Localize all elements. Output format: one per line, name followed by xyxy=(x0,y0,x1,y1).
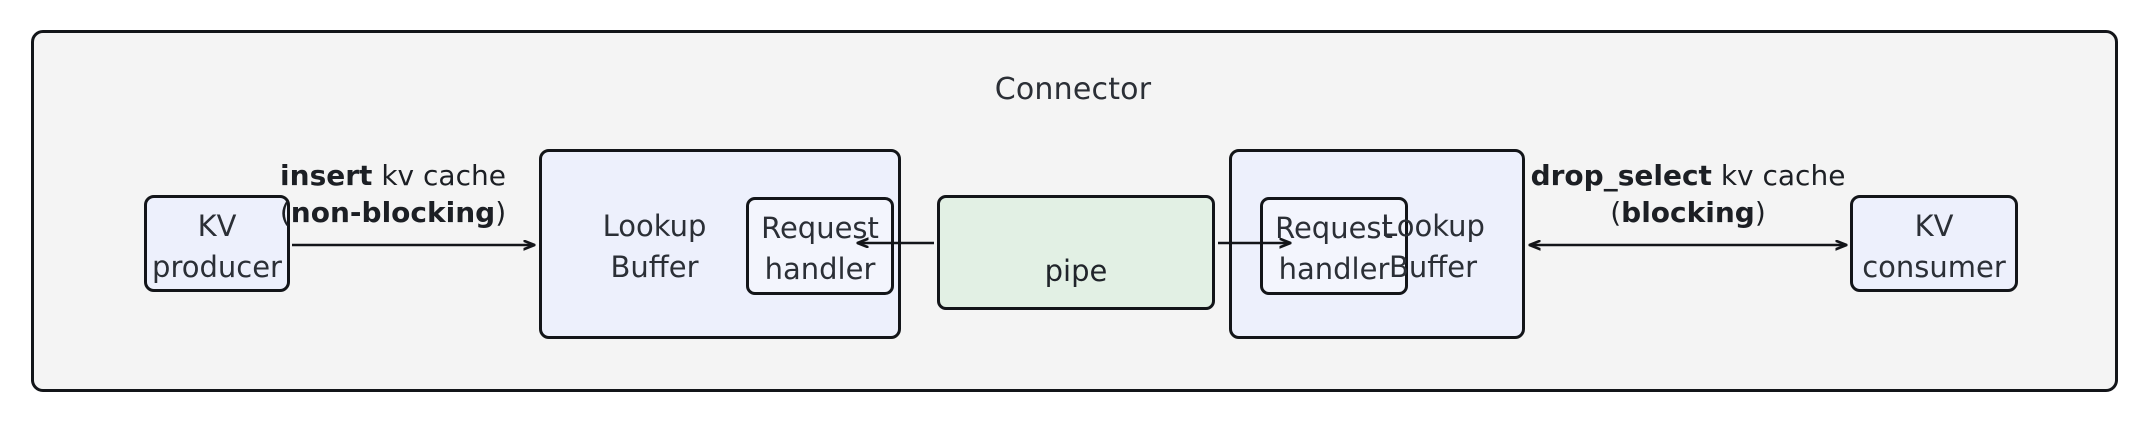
kv-producer-label: KV producer xyxy=(152,209,282,284)
kv-producer-node[interactable]: KV producer xyxy=(144,195,290,292)
lookup-buffer-right-node[interactable]: Request handler Lookup Buffer xyxy=(1229,149,1525,339)
connector-title: Connector xyxy=(994,72,1152,107)
pipe-node[interactable]: pipe xyxy=(937,195,1215,310)
request-handler-left-label: Request handler xyxy=(761,211,879,286)
edge-label-insert-line1: insert kv cache xyxy=(268,157,518,194)
lookup-buffer-right-label: Lookup Buffer xyxy=(1381,209,1485,284)
edge-label-drop-select: drop_select kv cache (blocking) xyxy=(1528,157,1848,231)
pipe-label: pipe xyxy=(1044,254,1108,288)
edge-label-insert-paren-close: ) xyxy=(495,196,507,229)
edge-label-drop-select-paren-open: ( xyxy=(1610,196,1622,229)
edge-label-insert-paren-open: ( xyxy=(279,196,291,229)
edge-label-insert: insert kv cache (non-blocking) xyxy=(268,157,518,231)
lookup-buffer-left-label: Lookup Buffer xyxy=(602,209,707,284)
edge-label-drop-select-line2: (blocking) xyxy=(1528,194,1848,231)
edge-label-insert-op: insert xyxy=(280,159,373,192)
kv-consumer-node[interactable]: KV consumer xyxy=(1850,195,2018,292)
edge-label-drop-select-op: drop_select xyxy=(1530,159,1712,192)
edge-label-insert-rest: kv cache xyxy=(372,159,506,192)
edge-label-insert-mode: non-blocking xyxy=(290,196,496,229)
edge-label-drop-select-line1: drop_select kv cache xyxy=(1528,157,1848,194)
request-handler-right-label: Request handler xyxy=(1275,211,1393,286)
edge-label-drop-select-mode: blocking xyxy=(1621,196,1755,229)
lookup-buffer-left-node[interactable]: Lookup Buffer Request handler xyxy=(539,149,901,339)
edge-label-drop-select-rest: kv cache xyxy=(1711,159,1846,192)
request-handler-right-node[interactable]: Request handler xyxy=(1260,197,1408,295)
edge-label-insert-line2: (non-blocking) xyxy=(268,194,518,231)
edge-label-drop-select-paren-close: ) xyxy=(1754,196,1766,229)
request-handler-left-node[interactable]: Request handler xyxy=(746,197,894,295)
kv-consumer-label: KV consumer xyxy=(1862,209,2006,284)
